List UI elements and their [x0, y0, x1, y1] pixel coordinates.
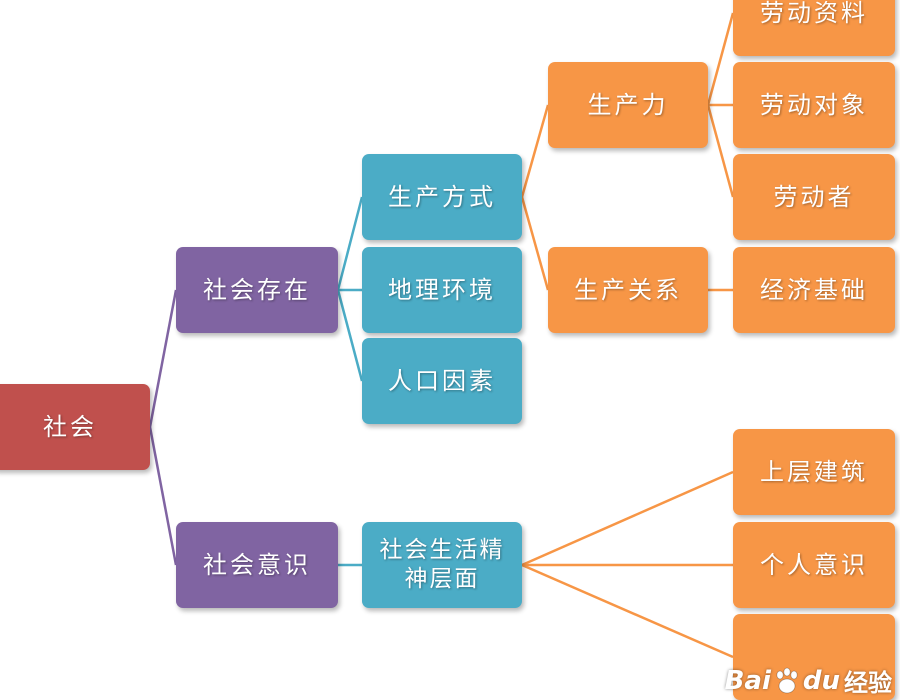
connector-society-consciousness [148, 426, 178, 566]
node-spiritual-life[interactable]: 社会生活精神层面 [362, 522, 522, 608]
connector-mode-relations [520, 196, 550, 291]
node-productive-forces[interactable]: 生产力 [548, 62, 708, 148]
node-social-existence[interactable]: 社会存在 [176, 247, 338, 333]
baidu-watermark: Bai du 经验 [725, 663, 892, 698]
node-means-of-labor[interactable]: 劳动资料 [733, 0, 895, 56]
connector-society-existence [148, 289, 178, 428]
paw-icon [776, 667, 798, 693]
node-blank[interactable] [733, 614, 895, 700]
node-superstructure[interactable]: 上层建筑 [733, 429, 895, 515]
connector-existence-mode [336, 196, 364, 291]
node-society[interactable]: 社会 [0, 384, 150, 470]
node-population-factor[interactable]: 人口因素 [362, 338, 522, 424]
node-relations-of-production[interactable]: 生产关系 [548, 247, 708, 333]
watermark-cn: 经验 [844, 669, 892, 697]
node-mode-of-production[interactable]: 生产方式 [362, 154, 522, 240]
connector-spiritual-superstructure [521, 470, 734, 567]
node-laborer[interactable]: 劳动者 [733, 154, 895, 240]
node-individual-consciousness[interactable]: 个人意识 [733, 522, 895, 608]
connector-forces-means [706, 12, 735, 106]
connector-existence-population [336, 289, 364, 382]
node-social-consciousness[interactable]: 社会意识 [176, 522, 338, 608]
connector-mode-forces [520, 104, 550, 198]
node-geographic-environment[interactable]: 地理环境 [362, 247, 522, 333]
watermark-text: Bai [724, 665, 771, 696]
connector-forces-laborer [706, 104, 735, 198]
connector-spiritual-blank [521, 563, 734, 659]
watermark-suffix: du [802, 665, 840, 696]
node-object-of-labor[interactable]: 劳动对象 [733, 62, 895, 148]
node-economic-base[interactable]: 经济基础 [733, 247, 895, 333]
